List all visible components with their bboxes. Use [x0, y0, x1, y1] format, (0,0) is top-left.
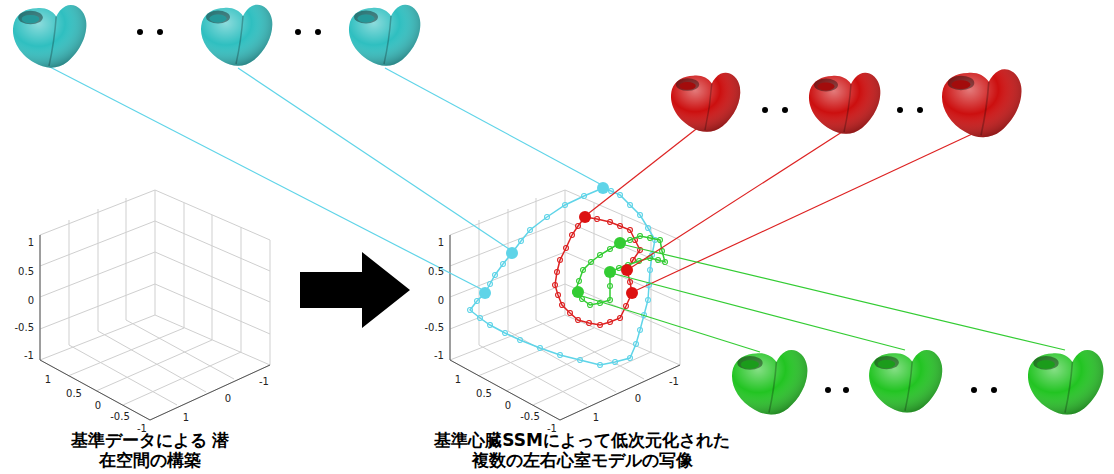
axis-line	[40, 235, 270, 420]
axes-grid	[40, 190, 270, 420]
tick-label: 0	[438, 295, 444, 306]
tick-label: -0.5	[110, 411, 130, 422]
tick-label: 0.5	[18, 266, 34, 277]
ellipsis-dot	[782, 107, 788, 113]
ellipsis-dot	[917, 107, 923, 113]
tick-label: 1	[45, 374, 51, 385]
tick-label: 0	[505, 400, 511, 411]
tick-label: 1	[183, 412, 189, 423]
leader-line	[637, 128, 985, 290]
tick-label: -0.5	[424, 322, 444, 333]
cyan-trajectory	[470, 188, 655, 365]
heart-model	[809, 73, 880, 134]
key-point	[579, 211, 591, 223]
ellipsis-dot	[843, 387, 849, 393]
tick-label: 1	[28, 237, 34, 248]
heart-model	[671, 73, 740, 132]
heart-model	[13, 5, 420, 68]
key-point	[572, 286, 584, 298]
axes-grid	[68, 320, 241, 405]
tick-label: -1	[669, 376, 679, 387]
ellipsis-dot	[137, 29, 997, 393]
ellipsis-dot	[825, 387, 831, 393]
axis-line	[450, 235, 680, 420]
key-point	[479, 287, 491, 299]
heart-model	[732, 350, 1103, 414]
leader-line	[48, 66, 481, 289]
axis-line	[450, 235, 680, 420]
axes-grid	[479, 198, 651, 352]
tick-label: 0	[28, 295, 34, 306]
green-trajectory	[575, 236, 665, 305]
tick-label: -0.5	[14, 322, 34, 333]
key-point	[597, 182, 609, 194]
red-trajectory	[555, 217, 640, 325]
axes-grid	[450, 221, 680, 334]
ellipsis-dot	[971, 387, 977, 393]
block-arrow	[300, 252, 410, 328]
axes-grid	[40, 190, 270, 420]
key-point	[626, 287, 638, 299]
ellipsis-dot	[991, 387, 997, 393]
heart-model	[869, 350, 942, 413]
tick-label: 0	[225, 393, 231, 404]
tick-label: -1	[259, 376, 269, 387]
leader-line	[48, 66, 1065, 352]
ellipsis-dot	[315, 29, 321, 35]
axis-line	[40, 235, 270, 420]
ellipsis-dot	[137, 29, 143, 35]
leader-line	[238, 68, 509, 249]
caption-text: 基準データによる 潜在空間の構築	[65, 430, 235, 470]
key-point	[506, 247, 518, 259]
heart-model	[201, 5, 272, 66]
tick-label: -0.5	[520, 411, 540, 422]
ellipsis-dot	[897, 107, 903, 113]
heart-model	[349, 5, 420, 66]
key-point	[604, 266, 616, 278]
leader-line	[582, 296, 760, 352]
axes-grid	[40, 221, 270, 334]
tick-label: 0.5	[428, 266, 444, 277]
tick-label: 0.5	[66, 388, 82, 399]
ellipsis-dot	[762, 107, 768, 113]
tick-label: 0	[95, 400, 101, 411]
tick-label: 1	[438, 237, 444, 248]
heart-model	[732, 350, 807, 414]
axes-grid	[69, 198, 241, 352]
key-point	[479, 182, 638, 299]
leader-line	[589, 126, 700, 213]
tick-label: 0.5	[476, 388, 492, 399]
tick-label: 0	[635, 393, 641, 404]
tick-label: 1	[593, 412, 599, 423]
caption-text: 基準心臓SSMによって低次元化された 複数の左右心室モデルの写像	[427, 430, 737, 470]
heart-model	[671, 69, 1021, 137]
leader-line	[385, 68, 600, 184]
ellipsis-dot	[157, 29, 163, 35]
ellipsis-dot	[295, 29, 301, 35]
tick-label: -1	[24, 350, 34, 361]
leader-line	[632, 132, 842, 267]
heart-model	[1028, 350, 1103, 414]
tick-label: -1	[434, 350, 444, 361]
key-point	[621, 264, 633, 276]
leader-line	[615, 274, 905, 350]
heart-model	[13, 5, 86, 68]
heart-model	[942, 69, 1021, 137]
key-point	[614, 237, 626, 249]
tick-label: 1	[455, 374, 461, 385]
